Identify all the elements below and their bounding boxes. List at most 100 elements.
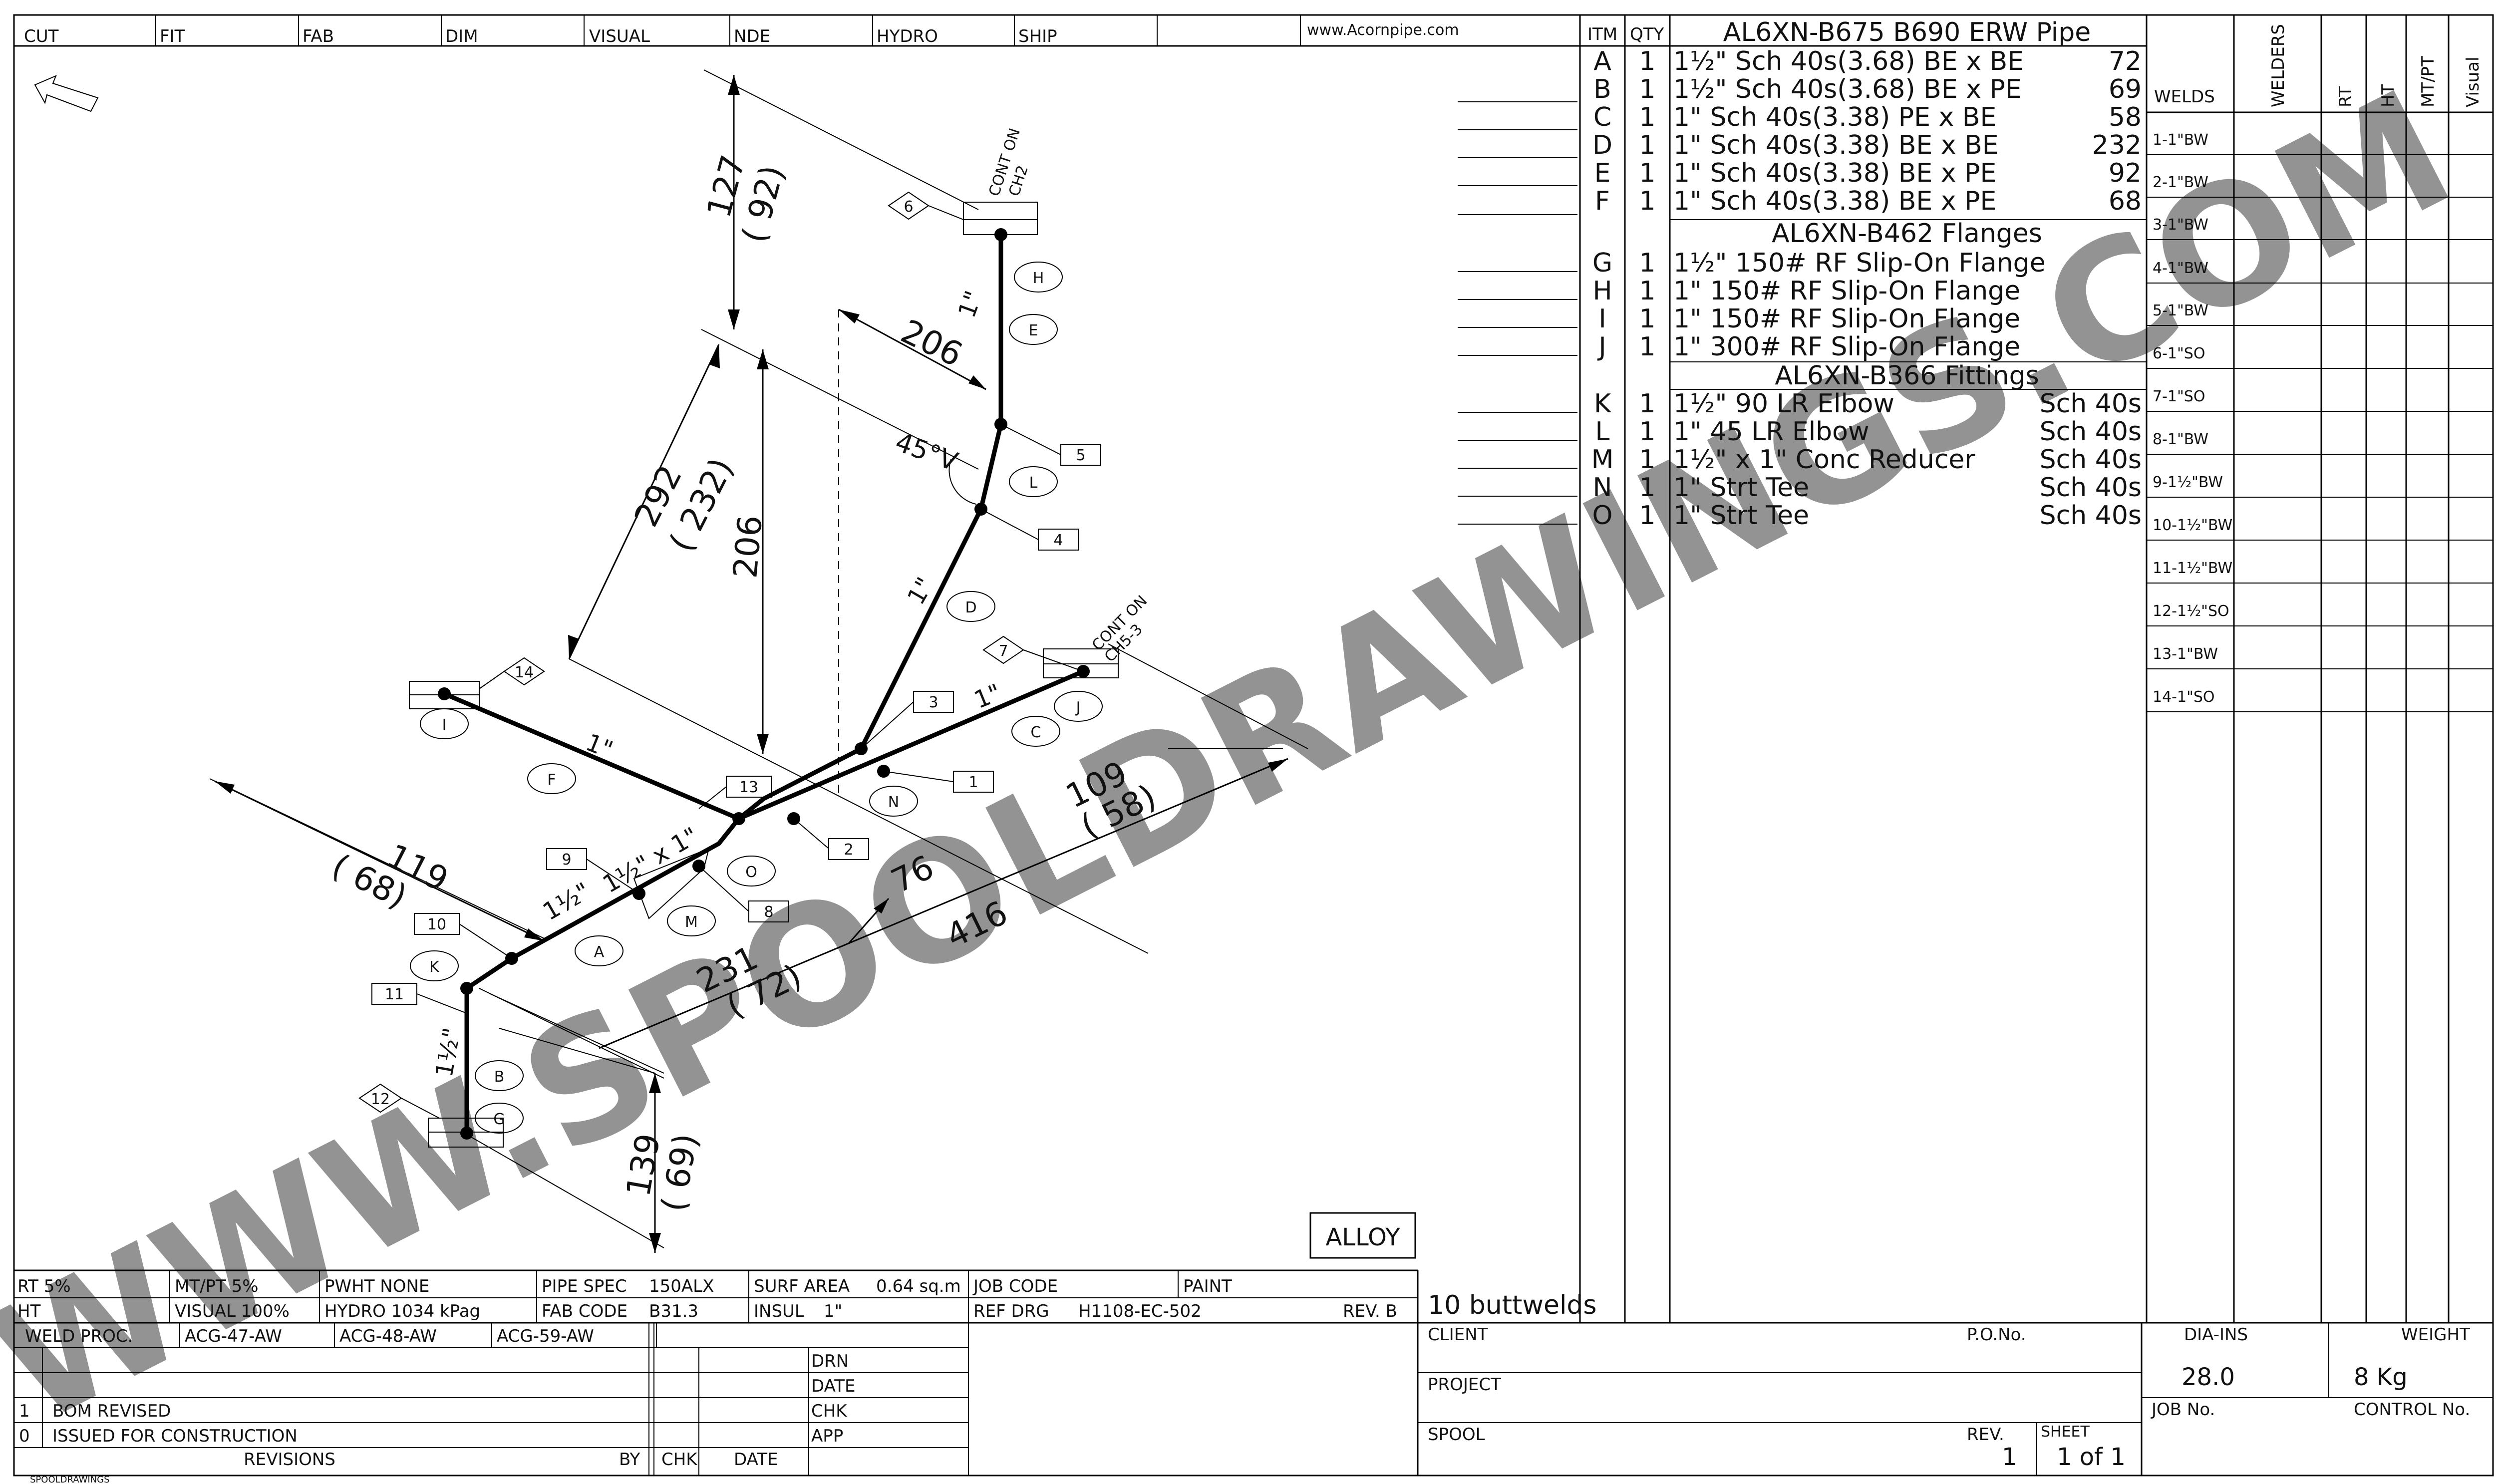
watermark: WWW.SPOOLDRAWINGS.COM bbox=[0, 54, 2480, 1462]
info-fab-code: B31.3 bbox=[649, 1301, 698, 1321]
info-pipe-spec-label: PIPE SPEC bbox=[542, 1276, 627, 1296]
bom-flange-i-qty: 1 bbox=[1639, 304, 1655, 334]
weld-table: WELDS WELDERS RT HT MT/PT Visual 1-1"BW … bbox=[2147, 15, 2493, 1323]
info-mtpt: MT/PT 5% bbox=[175, 1276, 259, 1296]
bom-fitting-k-item: K bbox=[1594, 389, 1612, 419]
part-h-label: H bbox=[1033, 270, 1044, 287]
bom-fitting-k-sch: Sch 40s bbox=[2040, 389, 2142, 419]
weld-col-welds: WELDS bbox=[2154, 87, 2215, 107]
rev-app: APP bbox=[811, 1426, 843, 1446]
bom-fitting-o-qty: 1 bbox=[1639, 501, 1655, 531]
tb-rev-label: REV. bbox=[1967, 1425, 2004, 1445]
part-c-label: C bbox=[1031, 724, 1041, 741]
part-e-label: E bbox=[1029, 322, 1038, 339]
tb-dia-ins-label: DIA-INS bbox=[2184, 1325, 2248, 1345]
tb-spool: SPOOL bbox=[1428, 1425, 1485, 1445]
weld-number-tags: 1 2 3 4 5 6 7 8 9 10 11 12 13 14 bbox=[358, 191, 1101, 1119]
spec-info-block: RT 5% MT/PT 5% PWHT NONE PIPE SPEC 150AL… bbox=[14, 1269, 2493, 1324]
dim-45v: 45°V bbox=[892, 427, 962, 477]
bom-pipe-e-item: E bbox=[1594, 158, 1611, 188]
bom-pipe-c-len: 58 bbox=[2109, 102, 2142, 132]
bom-pipe-title: AL6XN-B675 B690 ERW Pipe bbox=[1723, 17, 2091, 47]
bom-flange-j-item: J bbox=[1597, 332, 1606, 362]
part-j-label: J bbox=[1075, 699, 1081, 716]
bom-pipe-b-qty: 1 bbox=[1639, 74, 1655, 104]
bom-fitting-k-desc: 1½" 90 LR Elbow bbox=[1673, 389, 1894, 419]
bom-table: ITM QTY AL6XN-B675 B690 ERW Pipe A 1 1½"… bbox=[1458, 15, 2148, 1323]
rev-chk: CHK bbox=[661, 1450, 698, 1470]
info-ref-drg: H1108-EC-502 bbox=[1078, 1301, 1202, 1321]
bom-pipe-f-desc: 1" Sch 40s(3.38) BE x PE bbox=[1673, 186, 1996, 216]
bom-pipe-b-desc: 1½" Sch 40s(3.68) BE x PE bbox=[1673, 74, 2022, 104]
part-labels: A B C D E F G H I J K L M N O bbox=[410, 262, 1103, 1134]
weld-row-7: 7-1"SO bbox=[2153, 388, 2205, 405]
weld-col-welders: WELDERS bbox=[2268, 24, 2288, 107]
weld-row-3: 3-1"BW bbox=[2153, 216, 2208, 234]
bom-flange-h-item: H bbox=[1592, 276, 1612, 306]
tb-po: P.O.No. bbox=[1967, 1325, 2026, 1345]
part-k-label: K bbox=[429, 958, 440, 976]
part-b-label: B bbox=[494, 1068, 505, 1086]
bom-fitting-m-sch: Sch 40s bbox=[2040, 445, 2142, 475]
weld-col-mtpt: MT/PT bbox=[2418, 56, 2438, 107]
bom-pipe-a-qty: 1 bbox=[1639, 46, 1655, 76]
weld-row-6: 6-1"SO bbox=[2153, 345, 2205, 362]
bom-flange-g-item: G bbox=[1592, 248, 1612, 278]
info-visual: VISUAL 100% bbox=[175, 1301, 290, 1321]
info-fab-code-label: FAB CODE bbox=[542, 1301, 627, 1321]
dimension-lines bbox=[209, 69, 1308, 1253]
bom-fitting-n-item: N bbox=[1593, 473, 1612, 503]
bom-pipe-c-item: C bbox=[1593, 102, 1611, 132]
size-label-e: 1" bbox=[953, 287, 988, 321]
weld-row-4: 4-1"BW bbox=[2153, 260, 2208, 277]
stage-fit: FIT bbox=[160, 26, 185, 46]
part-a-bubble bbox=[575, 935, 624, 966]
bom-pipe-f-len: 68 bbox=[2109, 186, 2142, 216]
bom-col-qty: QTY bbox=[1630, 24, 1664, 44]
weld-proc-label: WELD PROC. bbox=[25, 1326, 133, 1346]
info-ht: HT bbox=[17, 1301, 41, 1321]
weld-tag-13: 13 bbox=[739, 779, 758, 796]
weld-tag-4: 4 bbox=[1053, 532, 1063, 549]
info-insul: 1" bbox=[824, 1301, 842, 1321]
bom-fitting-o-item: O bbox=[1592, 501, 1613, 531]
info-rev-b: REV. B bbox=[1343, 1301, 1397, 1321]
bom-pipe-a-len: 72 bbox=[2109, 46, 2142, 76]
weld-tag-2: 2 bbox=[844, 841, 853, 859]
dim-206-vert: 206 bbox=[726, 514, 770, 580]
bom-fitting-l-item: L bbox=[1595, 417, 1610, 447]
weld-tag-11: 11 bbox=[385, 986, 404, 1003]
weld-row-11: 11-1½"BW bbox=[2153, 560, 2232, 577]
bom-fitting-m-qty: 1 bbox=[1639, 445, 1655, 475]
stage-fab: FAB bbox=[303, 26, 334, 46]
weld-tag-1: 1 bbox=[968, 774, 978, 791]
bom-flange-h-desc: 1" 150# RF Slip-On Flange bbox=[1673, 276, 2020, 306]
bom-flange-j-qty: 1 bbox=[1639, 332, 1655, 362]
weld-row-8: 8-1"BW bbox=[2153, 431, 2208, 448]
rev-date-label: DATE bbox=[811, 1376, 855, 1396]
info-ref-drg-label: REF DRG bbox=[973, 1301, 1049, 1321]
bom-fitting-k-qty: 1 bbox=[1639, 389, 1655, 419]
part-m-label: M bbox=[685, 913, 698, 931]
weld-row-2: 2-1"BW bbox=[2153, 174, 2208, 191]
tb-control-no: CONTROL No. bbox=[2354, 1400, 2470, 1420]
weld-proc-3: ACG-59-AW bbox=[497, 1326, 594, 1346]
bom-fitting-l-sch: Sch 40s bbox=[2040, 417, 2142, 447]
bom-fitting-n-desc: 1" Strt Tee bbox=[1673, 473, 1809, 503]
bom-pipe-d-item: D bbox=[1592, 130, 1612, 160]
stage-cut: CUT bbox=[24, 26, 59, 46]
bom-fitting-o-desc: 1" Strt Tee bbox=[1673, 501, 1809, 531]
weld-row-12: 12-1½"SO bbox=[2153, 602, 2229, 620]
website-label: www.Acornpipe.com bbox=[1307, 21, 1459, 39]
info-surf-area-label: SURF AREA bbox=[754, 1276, 850, 1296]
title-block: CLIENT P.O.No. PROJECT SPOOL REV. 1 SHEE… bbox=[1417, 1323, 2493, 1476]
rev-date: DATE bbox=[734, 1450, 778, 1470]
bom-flange-g-qty: 1 bbox=[1639, 248, 1655, 278]
north-arrow-icon bbox=[34, 75, 99, 112]
bom-flange-title: AL6XN-B462 Flanges bbox=[1772, 219, 2042, 249]
bom-pipe-f-qty: 1 bbox=[1639, 186, 1655, 216]
rev-chk-label: CHK bbox=[811, 1401, 848, 1421]
material-label: ALLOY bbox=[1325, 1223, 1400, 1251]
buttweld-count: 10 buttwelds bbox=[1428, 1290, 1597, 1320]
